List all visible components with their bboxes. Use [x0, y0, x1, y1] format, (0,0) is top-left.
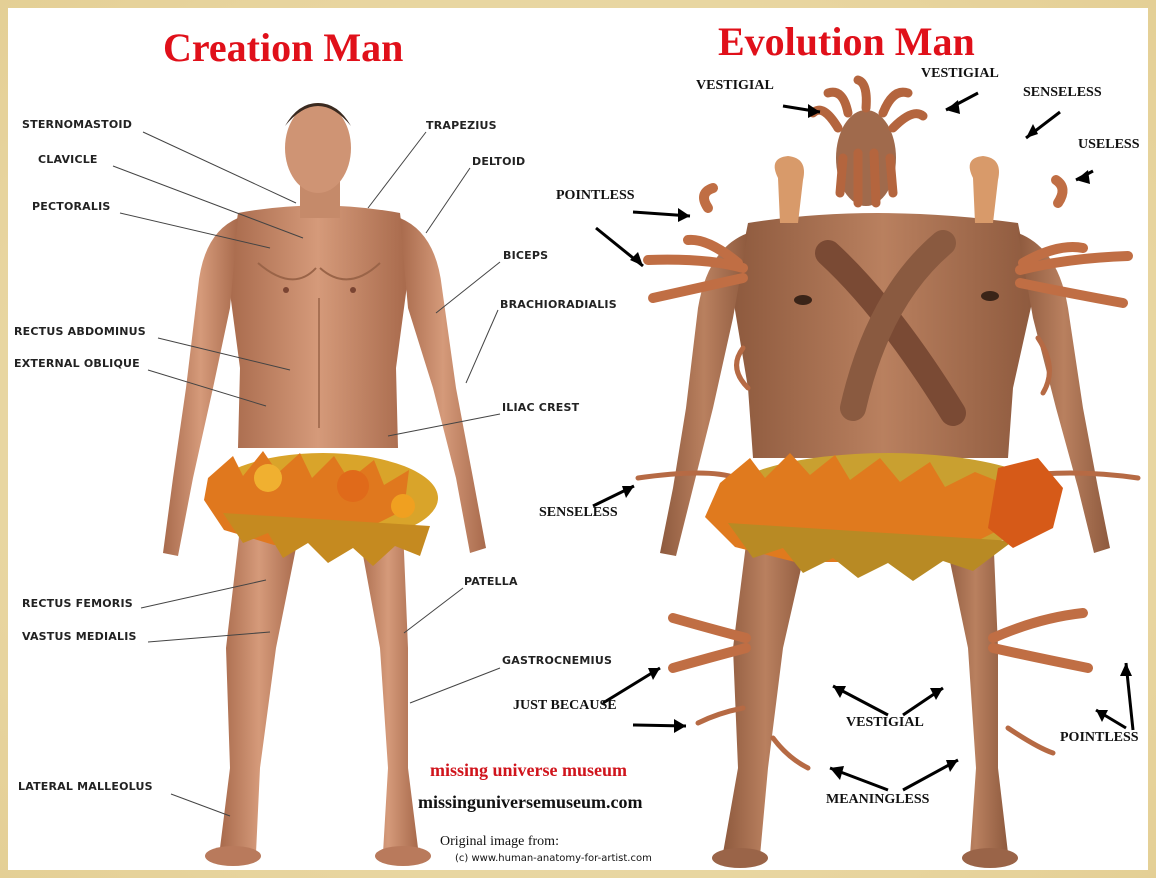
label-biceps: BICEPS — [503, 249, 548, 262]
label-sternomastoid: STERNOMASTOID — [22, 118, 132, 131]
label-trapezius: TRAPEZIUS — [426, 119, 497, 132]
label-external-oblique: EXTERNAL OBLIQUE — [14, 357, 140, 370]
evolution-man-title: Evolution Man — [718, 22, 975, 62]
label-vastus-medialis: VASTUS MEDIALIS — [22, 630, 137, 643]
label-gastrocnemius: GASTROCNEMIUS — [502, 654, 612, 667]
label-senseless-left: SENSELESS — [539, 505, 618, 521]
label-lateral-malleolus: LATERAL MALLEOLUS — [18, 780, 153, 793]
evolution-man-figure — [638, 80, 1138, 868]
credit-source: (c) www.human-anatomy-for-artist.com — [455, 853, 652, 864]
label-just-because: JUST BECAUSE — [513, 698, 617, 714]
museum-url: missinguniversemuseum.com — [418, 792, 643, 813]
poster-illustration — [8, 8, 1148, 870]
label-rectus-femoris: RECTUS FEMORIS — [22, 597, 133, 610]
label-meaningless: MEANINGLESS — [826, 792, 929, 808]
label-senseless-top: SENSELESS — [1023, 85, 1102, 101]
creation-man-title: Creation Man — [163, 28, 403, 68]
label-iliac-crest: ILIAC CREST — [502, 401, 579, 414]
label-clavicle: CLAVICLE — [38, 153, 98, 166]
label-patella: PATELLA — [464, 575, 518, 588]
label-pointless-right: POINTLESS — [1060, 730, 1139, 746]
label-vestigial-bottom: VESTIGIAL — [846, 715, 924, 731]
label-vestigial-right: VESTIGIAL — [921, 66, 999, 82]
credit-line: Original image from: — [440, 834, 559, 850]
creation-man-figure — [163, 103, 486, 866]
label-useless: USELESS — [1078, 137, 1139, 153]
label-brachioradialis: BRACHIORADIALIS — [500, 298, 617, 311]
poster-panel: Creation Man Evolution Man STERNOMASTOID… — [8, 8, 1148, 870]
label-rectus-abdominus: RECTUS ABDOMINUS — [14, 325, 146, 338]
label-pointless-left: POINTLESS — [556, 188, 635, 204]
label-deltoid: DELTOID — [472, 155, 525, 168]
label-vestigial-left: VESTIGIAL — [696, 78, 774, 94]
label-pectoralis: PECTORALIS — [32, 200, 111, 213]
museum-name: missing universe museum — [430, 760, 627, 781]
